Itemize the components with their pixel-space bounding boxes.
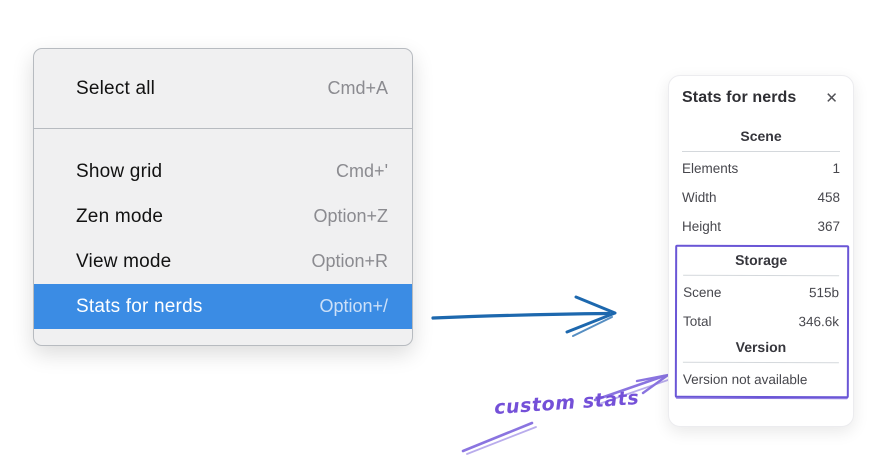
storage-section: Storage Scene 515b Total 346.6k [683,251,840,336]
menu-item-shortcut: Option+R [311,251,388,271]
stat-row-width: Width 458 [682,183,840,212]
stat-value: 515b [809,285,840,301]
menu-group-bottom: Show grid Cmd+' Zen mode Option+Z View m… [34,129,412,329]
menu-item-zen-mode[interactable]: Zen mode Option+Z [34,194,412,239]
menu-item-show-grid[interactable]: Show grid Cmd+' [34,149,412,194]
menu-item-label: View mode [76,250,172,272]
section-heading: Storage [735,251,788,269]
stats-panel: Stats for nerds ✕ Scene Elements 1 Width… [668,75,854,427]
custom-stats-annotation: custom stats [493,386,641,420]
section-divider [683,274,840,277]
close-icon[interactable]: ✕ [825,89,838,107]
panel-header: Stats for nerds ✕ [682,89,840,107]
menu-item-view-mode[interactable]: View mode Option+R [34,239,412,284]
stat-row-scene: Scene 515b [683,278,839,307]
stat-row-elements: Elements 1 [682,154,840,183]
stat-label: Elements [682,161,739,176]
panel-title: Stats for nerds [682,89,797,106]
menu-divider [34,128,412,129]
menu-item-stats-for-nerds[interactable]: Stats for nerds Option+/ [34,284,412,329]
menu-group-top: Select all Cmd+A [34,49,412,128]
version-section: Version Version not available [683,339,839,393]
stat-value: 458 [817,190,840,205]
section-divider [682,361,839,364]
section-divider [682,151,840,152]
menu-item-shortcut: Cmd+A [327,78,388,98]
menu-item-label: Stats for nerds [76,295,203,317]
stat-value: 367 [817,219,840,234]
stat-row-height: Height 367 [682,212,840,241]
menu-item-select-all[interactable]: Select all Cmd+A [34,49,412,128]
menu-item-shortcut: Option+Z [313,206,388,226]
version-note: Version not available [682,371,808,387]
section-heading: Scene [740,128,782,144]
stat-label: Height [682,219,722,234]
menu-item-label: Zen mode [76,205,164,227]
stat-value: 1 [832,161,840,176]
stat-label: Scene [683,284,722,300]
context-menu: Select all Cmd+A Show grid Cmd+' Zen mod… [33,48,413,346]
stat-label: Width [682,190,717,205]
blue-arrow [431,295,617,337]
stat-value: 346.6k [798,314,840,330]
section-heading: Version [735,338,787,356]
menu-item-label: Select all [76,77,156,99]
scene-section: Scene Elements 1 Width 458 Height 367 [682,128,840,241]
custom-stats-highlight-box: Storage Scene 515b Total 346.6k Version … [674,244,850,399]
menu-item-label: Show grid [76,160,163,182]
menu-item-shortcut: Cmd+' [336,161,388,181]
menu-item-shortcut: Option+/ [319,296,388,316]
stat-label: Total [682,313,712,329]
stat-row-total: Total 346.6k [683,307,839,336]
